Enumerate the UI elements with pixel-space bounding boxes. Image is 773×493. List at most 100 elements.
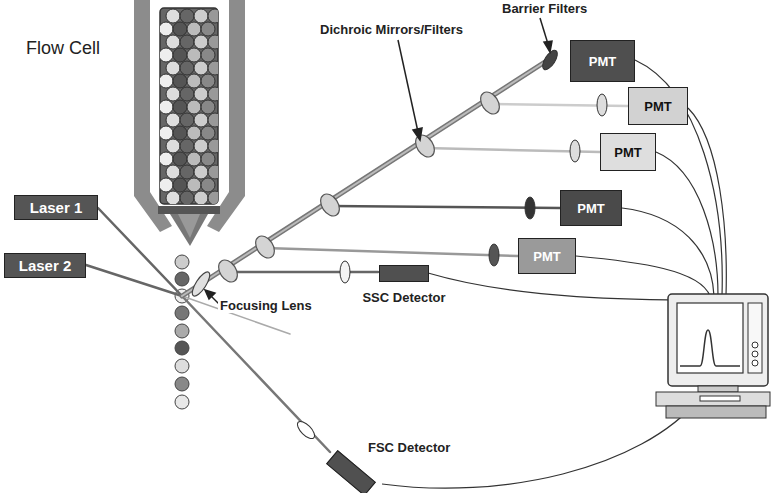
drawing-part xyxy=(680,330,740,366)
drawing-part xyxy=(570,140,580,162)
drawing-part xyxy=(748,303,762,373)
cell xyxy=(180,61,194,75)
pmt-detector: PMT xyxy=(560,190,622,226)
cell xyxy=(160,178,173,192)
emission-paths xyxy=(182,60,628,296)
cell xyxy=(166,61,180,75)
drawing-part xyxy=(182,296,330,452)
laser-beams xyxy=(86,208,330,452)
cell xyxy=(173,48,187,62)
drawing-part xyxy=(340,261,350,283)
cell xyxy=(187,22,201,36)
cell xyxy=(160,100,173,114)
cell xyxy=(194,113,208,127)
cell xyxy=(208,35,218,49)
cell-droplet xyxy=(175,359,189,373)
cell xyxy=(201,100,215,114)
drawing-part xyxy=(252,233,278,262)
cell xyxy=(180,139,194,153)
drawing-part xyxy=(525,197,535,219)
cell xyxy=(201,74,215,88)
laser-source: Laser 1 xyxy=(14,195,98,220)
drawing-part xyxy=(489,244,499,266)
laser-source: Laser 2 xyxy=(4,253,86,278)
cell xyxy=(180,191,194,204)
cell xyxy=(173,100,187,114)
drawing-part xyxy=(170,214,208,246)
flow-cell xyxy=(134,0,245,246)
cell xyxy=(180,9,194,23)
cell xyxy=(187,74,201,88)
cell xyxy=(208,61,218,75)
callout-label: Focusing Lens xyxy=(218,298,314,313)
cell xyxy=(208,139,218,153)
cell xyxy=(160,22,173,36)
callout-label: Barrier Filters xyxy=(500,1,589,16)
cell xyxy=(194,165,208,179)
signal-wires xyxy=(382,60,726,488)
cell xyxy=(194,139,208,153)
drawing-part xyxy=(215,257,241,286)
drawing-part xyxy=(295,419,318,442)
cell xyxy=(194,87,208,101)
cell xyxy=(208,113,218,127)
cell xyxy=(166,139,180,153)
drawing-part xyxy=(265,248,518,256)
cell xyxy=(187,178,201,192)
cell-droplet xyxy=(175,395,189,409)
drawing-part xyxy=(398,40,418,132)
node-label: SSC Detector xyxy=(358,290,450,305)
node-label: PMT xyxy=(589,54,616,69)
cell xyxy=(166,113,180,127)
cell xyxy=(173,22,187,36)
cell xyxy=(208,87,218,101)
cell xyxy=(187,100,201,114)
pointer-arrows xyxy=(205,18,552,304)
cell xyxy=(194,9,208,23)
computer xyxy=(656,294,770,418)
ssc-detector: SSC Detector xyxy=(358,263,450,305)
cell xyxy=(201,126,215,140)
cell xyxy=(166,87,180,101)
cell xyxy=(173,178,187,192)
drawing-part xyxy=(597,94,607,116)
fsc-detector: FSC Detector xyxy=(318,436,468,492)
callout-label: Dichroic Mirrors/Filters xyxy=(318,22,465,37)
cell xyxy=(166,9,180,23)
node-label: Laser 1 xyxy=(30,199,83,216)
cell-droplet xyxy=(175,377,189,391)
cell xyxy=(180,35,194,49)
node-label: FSC Detector xyxy=(368,440,450,455)
drawing-part xyxy=(158,206,220,214)
cell xyxy=(208,9,218,23)
cell xyxy=(173,152,187,166)
dichroic-mirrors xyxy=(215,89,503,286)
drawing-part xyxy=(700,396,740,401)
drawing-part xyxy=(668,294,768,386)
drawing-part xyxy=(477,89,503,118)
cell xyxy=(160,48,173,62)
drawing-part xyxy=(540,18,548,44)
cell xyxy=(180,165,194,179)
cell xyxy=(160,126,173,140)
drawing-part xyxy=(178,214,200,238)
cell xyxy=(194,191,208,204)
pmt-detector: PMT xyxy=(570,40,635,82)
cell xyxy=(160,152,173,166)
cell xyxy=(173,126,187,140)
cell xyxy=(201,152,215,166)
cell-droplet xyxy=(175,255,189,269)
droplet-stream xyxy=(175,255,189,409)
drawing-part xyxy=(205,290,215,299)
drawing-part xyxy=(688,108,726,296)
cell-droplet xyxy=(175,272,189,286)
pmt-detector: PMT xyxy=(628,87,688,125)
cell-droplet xyxy=(175,324,189,338)
drawing-part xyxy=(413,128,422,140)
cell xyxy=(208,165,218,179)
detector-body xyxy=(379,265,429,282)
drawing-part xyxy=(86,265,182,296)
pmt-detector: PMT xyxy=(600,133,656,171)
cell-droplet xyxy=(175,341,189,355)
